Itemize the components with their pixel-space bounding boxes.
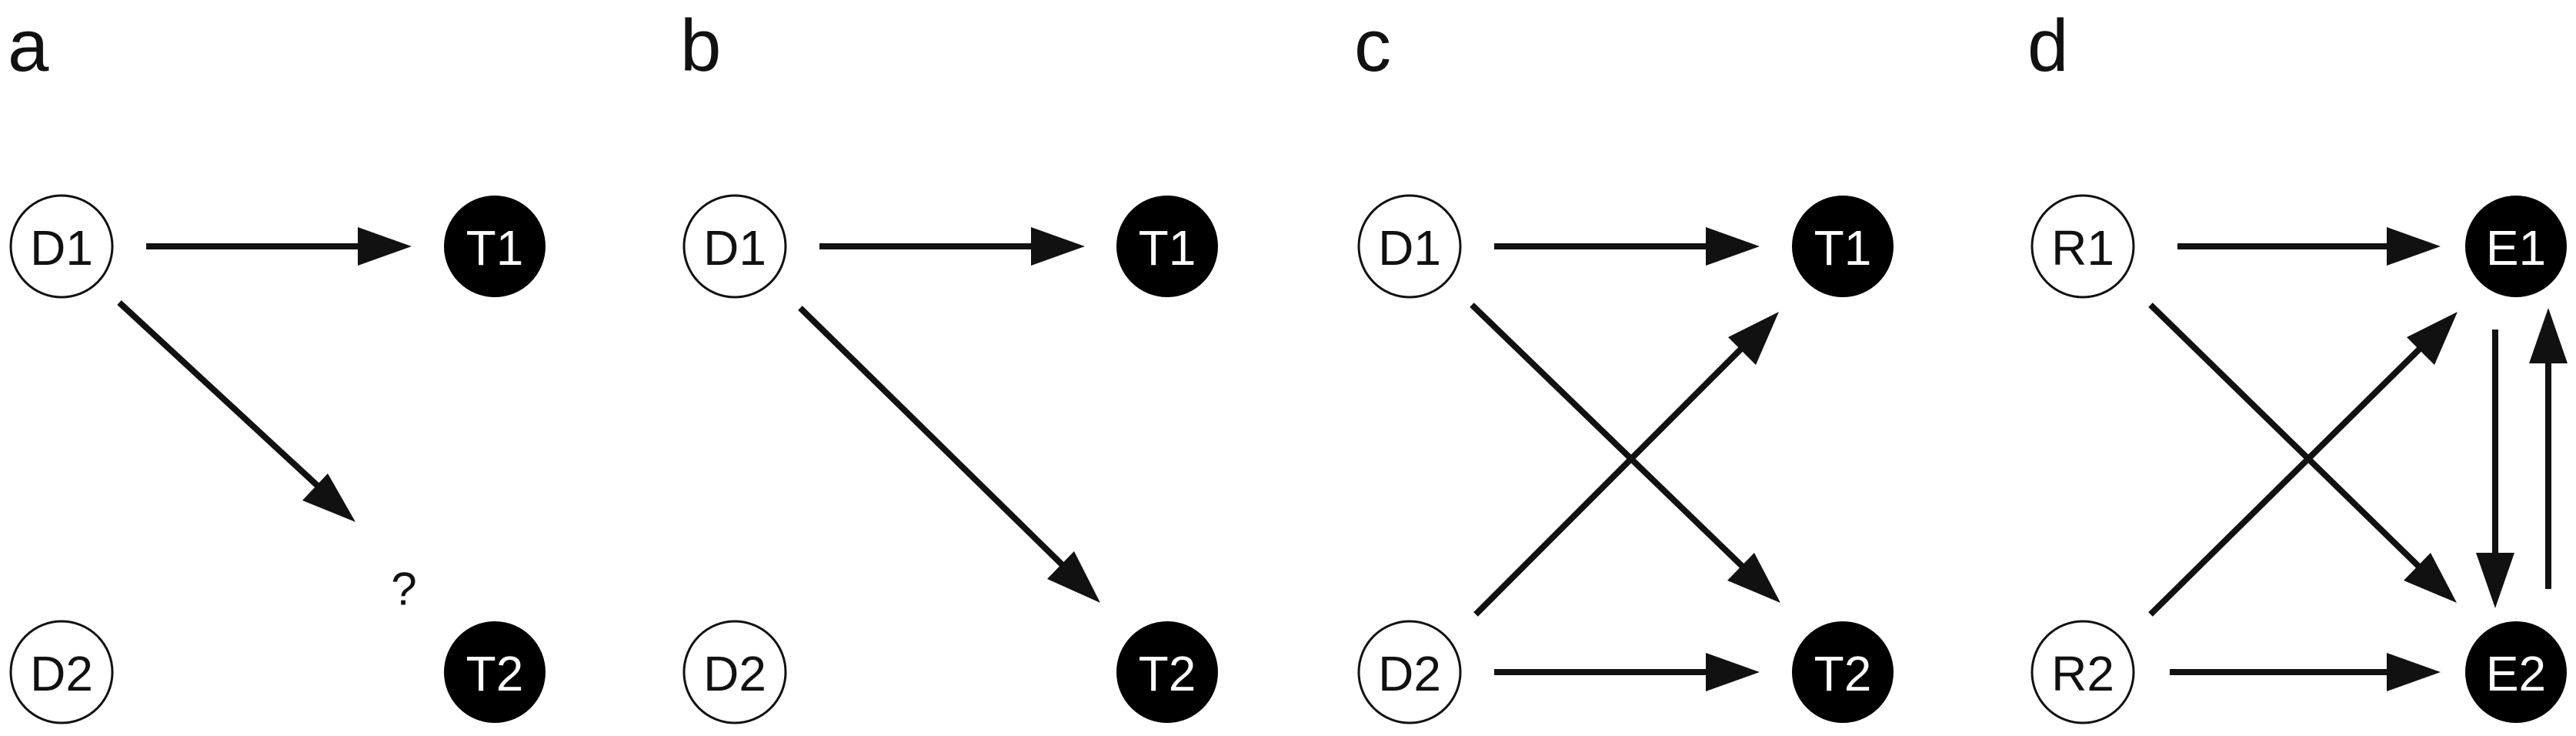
node-c-T2: T2 [1792, 621, 1894, 723]
uncertain-mark: ? [391, 564, 416, 615]
arrow-b-D1-T2 [798, 306, 1100, 603]
node-label: R1 [2051, 220, 2114, 276]
node-d-E1: E1 [2465, 196, 2567, 297]
panel-b: b D1 D2 T1 T2 [680, 5, 1218, 724]
node-label: E1 [2486, 220, 2546, 276]
node-label: R2 [2051, 646, 2114, 701]
node-c-D2: D2 [1357, 620, 1462, 724]
node-c-D1: D1 [1357, 194, 1462, 299]
node-label: T1 [466, 220, 524, 276]
node-label: D2 [1378, 646, 1441, 701]
node-d-R1: R1 [2030, 194, 2135, 299]
node-label: D1 [703, 220, 766, 276]
arrow-d-R1-E1 [2177, 227, 2441, 266]
arrow-d-E1-E2 [2476, 330, 2514, 608]
arrow-a-D1-uncertain [117, 300, 355, 522]
panel-c: c D1 D2 T1 T2 [1354, 5, 1894, 724]
node-a-T2: T2 [444, 621, 546, 723]
node-label: T1 [1139, 220, 1196, 276]
node-a-D2: D2 [9, 620, 114, 724]
node-label: D2 [703, 646, 766, 701]
panel-a: a D1 D2 T1 T2 ? [8, 5, 546, 724]
arrow-d-E2-E1 [2529, 308, 2568, 589]
panel-label-b: b [680, 5, 721, 87]
arrow-d-R1-E2 [2148, 303, 2457, 603]
node-b-D2: D2 [682, 620, 787, 724]
arrow-c-D2-T1 [1473, 312, 1779, 617]
node-label: D1 [1378, 220, 1441, 276]
arrow-b-D1-T1 [819, 227, 1085, 266]
panel-label-d: d [2027, 5, 2068, 87]
panel-d: d R1 R2 E1 E2 [2027, 5, 2568, 724]
node-label: T2 [466, 646, 524, 701]
node-b-D1: D1 [682, 194, 787, 299]
node-label: D1 [30, 220, 93, 276]
node-label: T2 [1139, 646, 1196, 701]
node-a-T1: T1 [444, 196, 546, 297]
arrow-a-D1-T1 [146, 227, 412, 266]
node-b-T2: T2 [1116, 621, 1218, 723]
panel-label-a: a [8, 5, 49, 87]
arrow-c-D1-T2 [1470, 303, 1780, 603]
arrow-c-D1-T1 [1494, 227, 1760, 266]
arrow-d-R2-E2 [2170, 653, 2441, 691]
node-d-E2: E2 [2465, 621, 2567, 723]
node-label: E2 [2486, 646, 2546, 701]
node-c-T1: T1 [1792, 196, 1894, 297]
node-label: D2 [30, 646, 93, 701]
panel-label-c: c [1354, 5, 1391, 87]
node-label: T2 [1814, 646, 1872, 701]
node-d-R2: R2 [2030, 620, 2135, 724]
arrow-d-R2-E1 [2148, 312, 2458, 617]
node-label: T1 [1814, 220, 1872, 276]
node-a-D1: D1 [9, 194, 114, 299]
arrow-c-D2-T2 [1494, 653, 1760, 691]
node-b-T1: T1 [1116, 196, 1218, 297]
